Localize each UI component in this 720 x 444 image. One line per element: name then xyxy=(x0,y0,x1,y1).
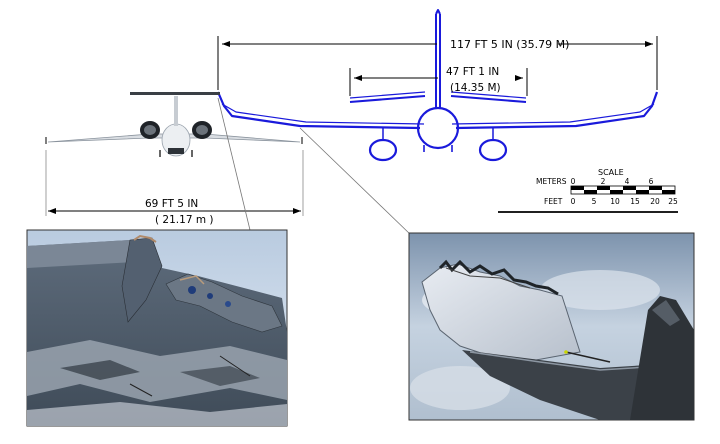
meters-tick-0: 0 xyxy=(571,177,576,186)
small-aircraft xyxy=(45,92,303,157)
feet-tick-20: 20 xyxy=(650,197,660,206)
small-span-dimension: 69 FT 5 IN ( 21.17 m ) xyxy=(45,150,304,226)
scale-meters-label: METERS xyxy=(536,177,567,186)
feet-tick-0: 0 xyxy=(571,197,576,206)
meters-tick-2: 2 xyxy=(601,177,606,186)
large-span-label: 117 FT 5 IN (35.79 M) xyxy=(450,38,569,51)
damaged-winglet-right-photo xyxy=(408,232,695,421)
small-span-label-metric: ( 21.17 m ) xyxy=(155,214,214,226)
damaged-winglet-left-photo xyxy=(26,229,288,427)
scale-feet-label: FEET xyxy=(544,197,563,206)
scale-bar: SCALE METERS 0 2 4 6 FEET 0 5 10 15 20 2… xyxy=(498,168,678,213)
large-aircraft-outline xyxy=(216,9,659,162)
feet-tick-15: 15 xyxy=(630,197,640,206)
tail-span-label-metric: (14.35 M) xyxy=(450,82,501,94)
feet-tick-25: 25 xyxy=(668,197,678,206)
small-span-label: 69 FT 5 IN xyxy=(145,198,198,210)
feet-tick-10: 10 xyxy=(610,197,620,206)
meters-tick-6: 6 xyxy=(649,177,654,186)
tail-span-label: 47 FT 1 IN xyxy=(446,66,499,78)
meters-tick-4: 4 xyxy=(625,177,630,186)
feet-tick-5: 5 xyxy=(592,197,597,206)
leader-line-right xyxy=(299,127,413,237)
large-span-dimension: 117 FT 5 IN (35.79 M) xyxy=(217,36,658,90)
tail-span-dimension: 47 FT 1 IN (14.35 M) xyxy=(349,66,528,96)
scale-title: SCALE xyxy=(598,168,624,177)
leader-line-left xyxy=(217,97,251,231)
